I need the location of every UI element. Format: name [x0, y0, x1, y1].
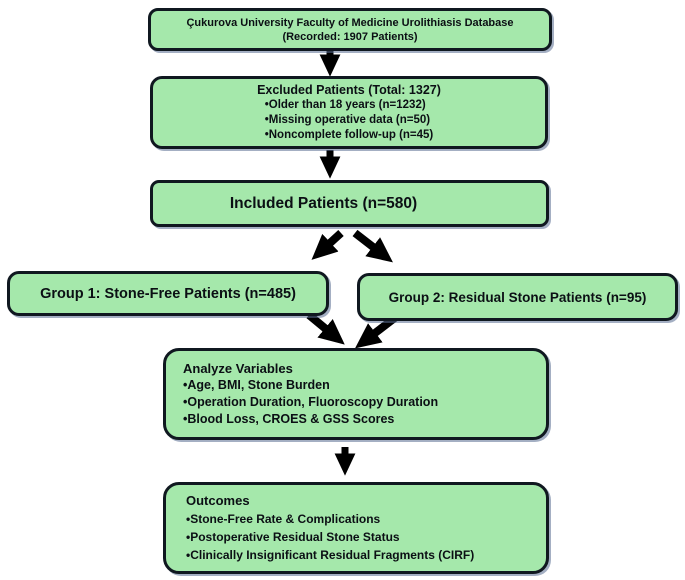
outcomes-bullet: •Stone-Free Rate & Complications: [186, 512, 381, 526]
node-analyze-variables: Analyze Variables •Age, BMI, Stone Burde…: [163, 348, 549, 440]
node-outcomes: Outcomes •Stone-Free Rate & Complication…: [163, 482, 549, 574]
node-group2-residual-stone: Group 2: Residual Stone Patients (n=95): [357, 273, 678, 321]
excluded-bullet: •Noncomplete follow-up (n=45): [264, 129, 434, 141]
excluded-bullet-list: •Older than 18 years (n=1232) •Missing o…: [265, 98, 434, 143]
outcomes-bullet: •Postoperative Residual Stone Status: [186, 530, 400, 544]
outcomes-bullet: •Clinically Insignificant Residual Fragm…: [186, 548, 475, 562]
excluded-bullet: •Missing operative data (n=50): [264, 114, 431, 126]
analyze-bullet: •Age, BMI, Stone Burden: [183, 378, 330, 392]
node-group1-stone-free: Group 1: Stone-Free Patients (n=485): [7, 271, 329, 316]
outcomes-title: Outcomes: [186, 493, 250, 508]
node-included-patients: Included Patients (n=580): [150, 180, 549, 227]
node-database: Çukurova University Faculty of Medicine …: [148, 8, 552, 51]
arrow-included-to-group2: [352, 229, 393, 263]
excluded-title: Excluded Patients (Total: 1327): [257, 83, 441, 97]
arrow-included-to-group1: [311, 230, 344, 260]
analyze-bullet: •Operation Duration, Fluoroscopy Duratio…: [183, 395, 439, 409]
group2-title: Group 2: Residual Stone Patients (n=95): [388, 289, 647, 305]
group1-title: Group 1: Stone-Free Patients (n=485): [40, 285, 296, 302]
analyze-bullet: •Blood Loss, CROES & GSS Scores: [183, 412, 395, 426]
analyze-title: Analyze Variables: [183, 361, 293, 376]
node-excluded-patients: Excluded Patients (Total: 1327) •Older t…: [150, 76, 548, 149]
database-title-line2: (Recorded: 1907 Patients): [282, 30, 418, 43]
arrow-group1-to-analyze: [306, 311, 345, 345]
database-title-line1: Çukurova University Faculty of Medicine …: [186, 16, 514, 29]
excluded-bullet: •Older than 18 years (n=1232): [264, 99, 426, 111]
included-title: Included Patients (n=580): [229, 194, 418, 212]
